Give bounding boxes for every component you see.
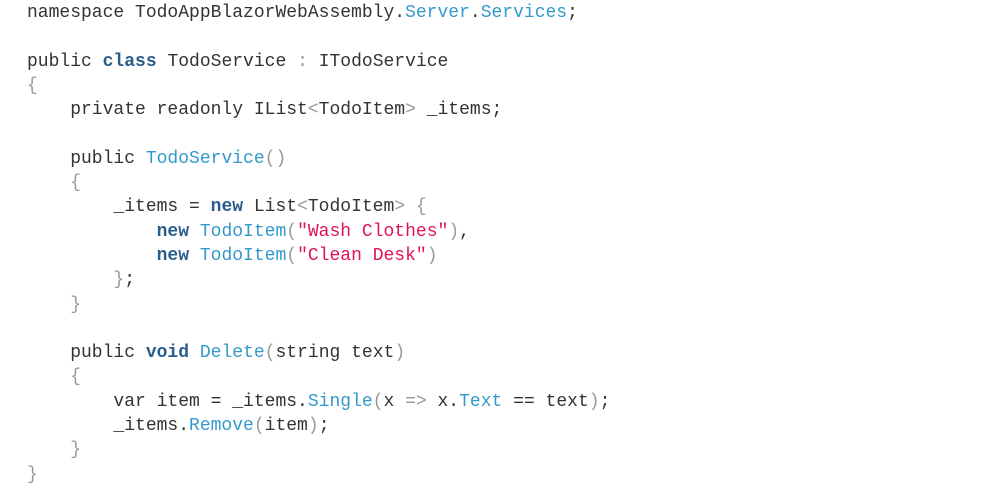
code-line: { <box>27 74 610 98</box>
code-token: { <box>415 197 427 218</box>
code-token: var item = _items. <box>27 391 308 412</box>
code-line: { <box>27 365 610 389</box>
code-token: ) <box>448 221 460 242</box>
code-token: _items = <box>27 197 211 218</box>
code-token: TodoService <box>156 51 298 72</box>
code-token: < <box>307 100 319 121</box>
code-line: }; <box>27 268 610 292</box>
code-line: } <box>27 438 610 462</box>
code-line: public void Delete(string text) <box>27 341 610 365</box>
code-token: , <box>459 221 470 242</box>
code-token: new <box>156 245 190 266</box>
code-token: Delete <box>199 343 265 364</box>
code-token <box>405 197 416 217</box>
code-line: public TodoService() <box>27 147 610 171</box>
code-token: public <box>27 343 146 364</box>
code-token: { <box>27 75 38 96</box>
code-token: ; <box>124 270 136 291</box>
code-token: Server <box>405 3 470 23</box>
code-token: ( <box>253 416 265 437</box>
code-line: { <box>27 171 610 195</box>
code-line <box>27 122 610 146</box>
code-token: _items; <box>415 100 503 121</box>
code-token: x. <box>426 391 460 412</box>
code-token: new <box>156 221 190 242</box>
code-token: TodoItem <box>199 221 287 242</box>
code-token: ( <box>372 391 384 412</box>
code-token: TodoService <box>145 148 265 169</box>
code-token: namespace TodoAppBlazorWebAssembly. <box>27 3 406 23</box>
code-token: > <box>394 197 406 218</box>
code-token: item <box>264 416 308 437</box>
code-line: } <box>27 463 610 487</box>
code-token <box>189 246 200 266</box>
code-token: ; <box>599 391 611 412</box>
code-line <box>27 317 610 341</box>
code-token: "Wash Clothes" <box>297 221 449 242</box>
code-token <box>27 246 157 266</box>
code-token: ) <box>307 416 319 437</box>
code-token: ( <box>286 221 298 242</box>
code-token: x <box>383 391 406 412</box>
code-token: } <box>27 270 125 291</box>
code-token: void <box>145 343 190 364</box>
code-token: string text <box>275 343 395 364</box>
code-line <box>27 25 610 49</box>
code-line: _items = new List<TodoItem> { <box>27 195 610 219</box>
code-line: public class TodoService : ITodoService <box>27 50 610 74</box>
code-token: () <box>264 148 287 169</box>
code-token: ( <box>264 343 276 364</box>
code-token: } <box>27 440 82 461</box>
code-token: List <box>243 197 298 218</box>
code-token: == text <box>502 391 589 412</box>
code-token: ITodoService <box>307 51 449 72</box>
code-token: new <box>210 197 244 218</box>
code-token: ; <box>318 416 330 437</box>
code-token: => <box>405 391 427 412</box>
code-token: < <box>297 197 308 218</box>
code-token: } <box>27 464 38 485</box>
code-line: new TodoItem("Wash Clothes"), <box>27 220 610 244</box>
code-snippet: namespace TodoAppBlazorWebAssembly.Serve… <box>27 1 610 487</box>
code-token <box>27 222 157 242</box>
code-token: public <box>27 148 146 169</box>
code-token: public <box>27 51 103 72</box>
code-token: ; <box>567 3 578 23</box>
code-token: ) <box>426 245 438 266</box>
code-token: Text <box>459 391 503 412</box>
code-token: TodoItem <box>318 100 406 121</box>
code-token: _items. <box>27 416 190 437</box>
code-token: . <box>469 3 481 23</box>
code-token <box>189 343 200 363</box>
code-token <box>189 222 200 242</box>
code-token: TodoItem <box>307 197 395 218</box>
code-token: "Clean Desk" <box>297 245 427 266</box>
code-line: var item = _items.Single(x => x.Text == … <box>27 390 610 414</box>
code-token: } <box>27 294 82 315</box>
code-token: : <box>297 51 308 72</box>
code-token: ) <box>394 343 406 364</box>
code-token: Single <box>307 391 373 412</box>
code-token: private readonly IList <box>27 100 308 121</box>
code-token: ( <box>286 245 298 266</box>
code-token: TodoItem <box>199 245 287 266</box>
code-token: { <box>27 367 82 388</box>
code-token: Services <box>480 3 568 23</box>
code-line: } <box>27 293 610 317</box>
code-line: new TodoItem("Clean Desk") <box>27 244 610 268</box>
code-token: Remove <box>189 416 254 437</box>
code-line: private readonly IList<TodoItem> _items; <box>27 98 610 122</box>
code-token: class <box>102 51 157 72</box>
code-token: { <box>27 173 82 194</box>
code-line: _items.Remove(item); <box>27 414 610 438</box>
code-line: namespace TodoAppBlazorWebAssembly.Serve… <box>27 1 610 25</box>
code-token: ) <box>588 391 600 412</box>
code-token: > <box>405 100 416 121</box>
